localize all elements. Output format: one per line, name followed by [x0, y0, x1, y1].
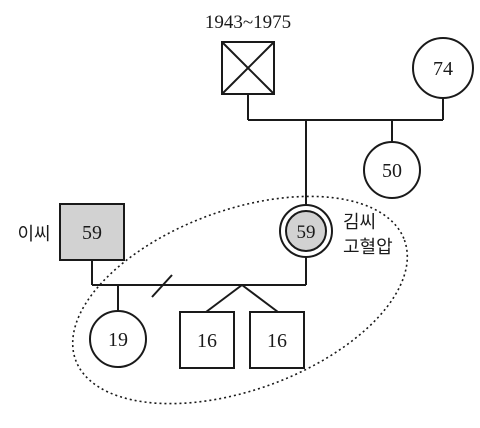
twin-son-1-square	[179, 311, 235, 369]
twin-son-2-age-label: 16	[267, 330, 287, 352]
father-age-label: 59	[82, 222, 102, 244]
mother-inner-circle	[285, 210, 327, 252]
father-square	[59, 203, 125, 261]
grandmother-age-label: 74	[433, 58, 453, 80]
twin-son-1-age-label: 16	[197, 330, 217, 352]
twin-branch-left	[205, 284, 243, 313]
twin-son-2-square	[249, 311, 305, 369]
divorce-mark	[151, 274, 173, 298]
mother-age-label: 59	[297, 222, 316, 243]
daughter-circle	[89, 310, 147, 368]
mother-condition-label: 고혈압	[343, 237, 393, 258]
grandmother-circle	[412, 37, 474, 99]
grandfather-years-label: 1943~1975	[205, 12, 291, 33]
mother-name-label: 김씨	[343, 212, 376, 233]
daughter-age-label: 19	[108, 329, 128, 351]
aunt-age-label: 50	[382, 160, 402, 182]
twin-branch-right	[241, 284, 279, 313]
aunt-circle	[363, 141, 421, 199]
grandfather-cross-2	[221, 41, 275, 95]
highlight-oval	[71, 195, 409, 405]
father-name-label: 이씨	[17, 224, 50, 245]
